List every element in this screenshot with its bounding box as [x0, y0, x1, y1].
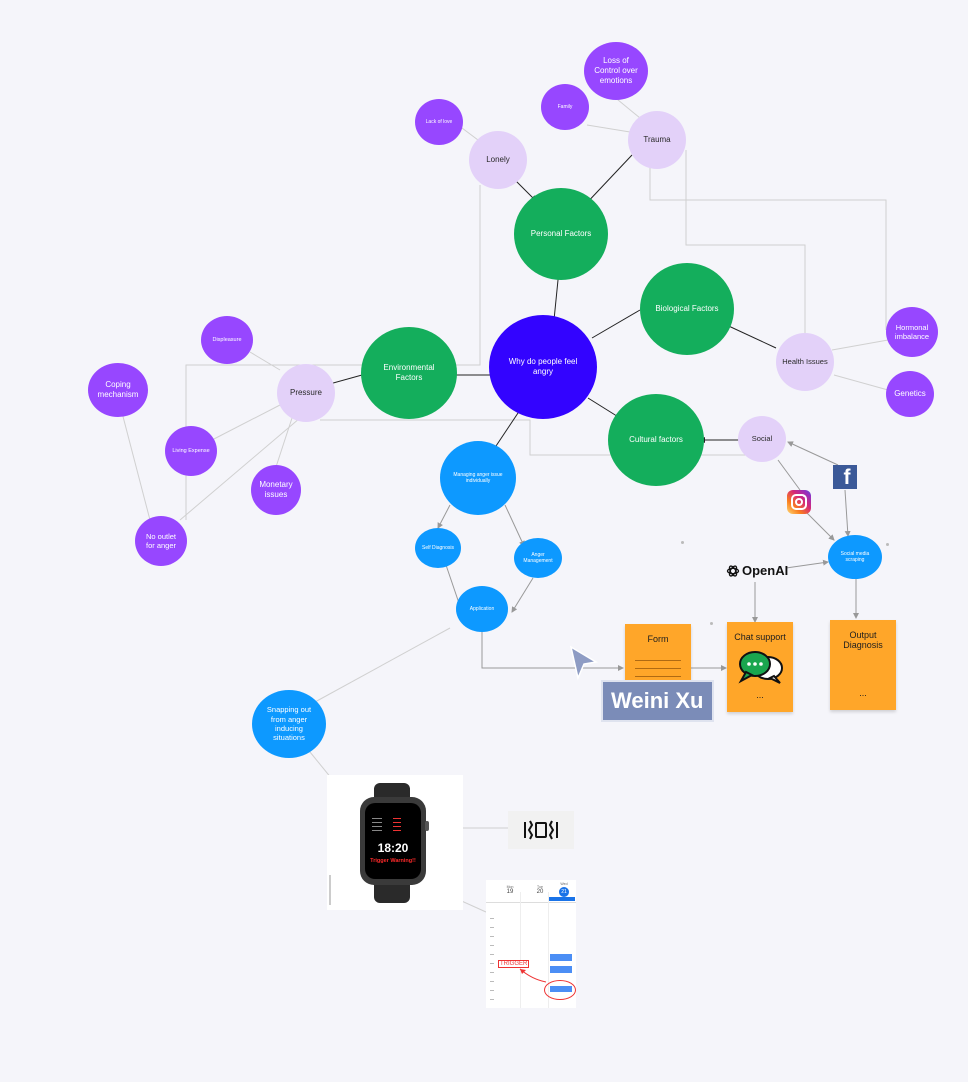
sticky-output-ellipsis: ... [859, 688, 867, 698]
node-trauma[interactable]: Trauma [628, 111, 686, 169]
node-central-why-angry[interactable]: Why do people feel angry [489, 315, 597, 419]
node-social[interactable]: Social [738, 416, 786, 462]
sticky-chat-ellipsis: ... [756, 690, 764, 700]
node-application[interactable]: Application [456, 586, 508, 632]
node-anger-management[interactable]: Anger Management [514, 538, 562, 578]
sticky-chat-support[interactable]: Chat support ... [727, 622, 793, 712]
watch-trigger-warning: Trigger Warning!! [370, 858, 416, 864]
chat-bubbles-icon [738, 651, 783, 684]
node-family[interactable]: Family [541, 84, 589, 130]
node-social-media-scraping[interactable]: Social media scraping [828, 535, 882, 579]
node-biological-factors[interactable]: Biological Factors [640, 263, 734, 355]
node-genetics[interactable]: Genetics [886, 371, 934, 417]
node-displeasure[interactable]: Displeasure [201, 316, 253, 364]
openai-icon [726, 564, 740, 577]
calendar-day: 19 [506, 889, 514, 895]
collaborator-cursor-icon [569, 645, 599, 681]
node-living-expense[interactable]: Living Expense [165, 426, 217, 476]
facebook-letter: f [843, 466, 851, 489]
calendar-event [550, 966, 572, 973]
calendar-day-name: Tue [537, 885, 543, 889]
form-line [635, 668, 681, 669]
vibration-icon[interactable] [508, 811, 574, 849]
canvas-dot [710, 622, 713, 625]
node-pressure[interactable]: Pressure [277, 364, 335, 422]
collaborator-name-tag: Weini Xu [601, 680, 714, 722]
calendar-highlight-circle [544, 980, 576, 1000]
canvas-dot [886, 543, 889, 546]
node-coping-mechanism[interactable]: Coping mechanism [88, 363, 148, 417]
trigger-arrow-icon [519, 968, 547, 983]
node-snapping-out[interactable]: Snapping out from anger inducing situati… [252, 690, 326, 758]
smartwatch-image[interactable]: 18:20 Trigger Warning!! [327, 775, 463, 910]
node-hormonal-imbalance[interactable]: Hormonal imbalance [886, 307, 938, 357]
watch-screen: 18:20 Trigger Warning!! [365, 803, 421, 879]
instagram-icon[interactable] [787, 490, 811, 514]
openai-logo: OpenAI [726, 563, 788, 578]
calendar-day: 20 [536, 889, 544, 895]
canvas-dot [681, 541, 684, 544]
sticky-output-title: Output Diagnosis [843, 630, 883, 650]
calendar-day-name: Wed [560, 882, 568, 886]
facebook-icon[interactable]: f [833, 465, 857, 489]
calendar-today: 21 [559, 887, 569, 897]
node-health-issues[interactable]: Health Issues [776, 333, 834, 391]
sticky-form-title: Form [647, 634, 669, 644]
watch-stats [372, 815, 402, 835]
watch-time: 18:20 [377, 841, 409, 855]
openai-logo-text: OpenAI [742, 563, 789, 578]
calendar-image[interactable]: Mon 19 Tue 20 Wed 21 TRIGGER [486, 880, 576, 1008]
node-lack-of-love[interactable]: Lack of love [415, 99, 463, 145]
node-self-diagnosis[interactable]: Self Diagnosis [415, 528, 461, 568]
form-line [635, 676, 681, 677]
calendar-event [550, 954, 572, 961]
calendar-day-name: Mon [506, 885, 514, 889]
node-monetary-issues[interactable]: Monetary issues [251, 465, 301, 515]
sticky-chat-title: Chat support [734, 632, 786, 642]
calendar-allday-event [548, 897, 575, 901]
calendar-trigger-label: TRIGGER [498, 960, 530, 968]
node-loss-of-control[interactable]: Loss of Control over emotions [584, 42, 648, 100]
node-environmental-factors[interactable]: Environmental Factors [361, 327, 457, 419]
node-no-outlet-for-anger[interactable]: No outlet for anger [135, 516, 187, 566]
node-managing-anger-individually[interactable]: Managing anger issue individually [440, 441, 516, 515]
sticky-output-diagnosis[interactable]: Output Diagnosis ... [830, 620, 896, 710]
form-line [635, 660, 681, 661]
node-cultural-factors[interactable]: Cultural factors [608, 394, 704, 486]
node-personal-factors[interactable]: Personal Factors [514, 188, 608, 280]
node-lonely[interactable]: Lonely [469, 131, 527, 189]
